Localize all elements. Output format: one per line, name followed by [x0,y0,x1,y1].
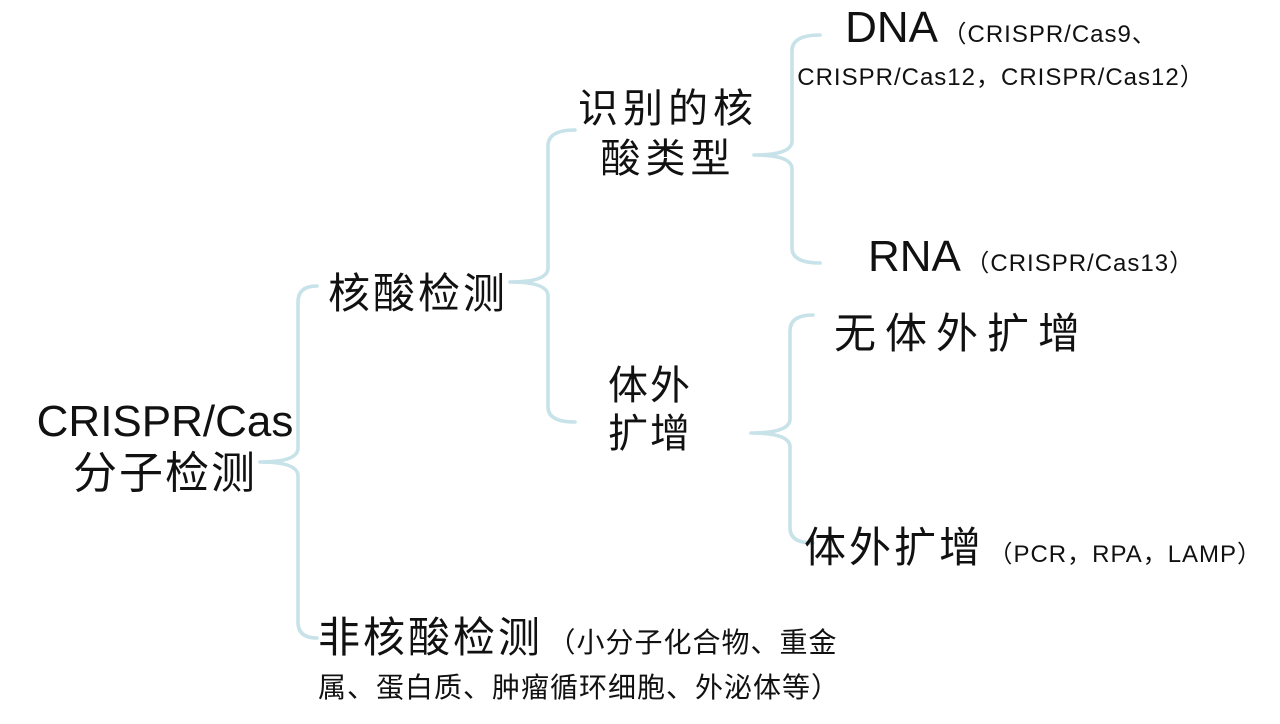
rna-sub: （CRISPR/Cas13） [965,250,1195,277]
with-amplification-sub: （PCR，RPA，LAMP） [988,541,1263,568]
node-with-amplification: 体外扩增 （PCR，RPA，LAMP） [804,514,1262,575]
node-root: CRISPR/Cas 分子检测 [15,396,315,500]
node-invitro-amplification: 体外 扩增 [592,362,708,458]
brace-invitro [749,313,815,545]
recognized-type-line2: 酸类型 [600,136,736,181]
with-amplification-label: 体外扩增 [804,526,985,572]
node-dna: DNA （CRISPR/Cas9、 CRISPR/Cas12，CRISPR/Ca… [785,6,1217,98]
non-nucleic-sub-line2: 属、蛋白质、肿瘤循环细胞、外泌体等） [318,673,841,704]
node-non-nucleic-detection: 非核酸检测 （小分子化合物、重金 属、蛋白质、肿瘤循环细胞、外泌体等） [318,614,841,705]
dna-sub-line1: （CRISPR/Cas9、 [942,21,1157,48]
node-no-amplification: 无体外扩增 [834,312,1090,358]
invitro-line2: 扩增 [608,411,692,456]
root-label-english: CRISPR/Cas [36,397,294,446]
node-recognized-type: 识别的核 酸类型 [558,84,778,184]
node-rna: RNA （CRISPR/Cas13） [868,232,1194,282]
dna-sub-line2: CRISPR/Cas12，CRISPR/Cas12） [797,64,1205,91]
recognized-type-line1: 识别的核 [578,86,758,131]
non-nucleic-line1: 非核酸检测 （小分子化合物、重金 [318,614,838,673]
node-nucleic-acid-detection: 核酸检测 [328,272,509,318]
dna-label: DNA [845,3,939,52]
non-nucleic-sub-line1: （小分子化合物、重金 [547,628,838,659]
non-nucleic-label: 非核酸检测 [318,616,544,662]
invitro-line1: 体外 [608,363,692,408]
dna-line1: DNA （CRISPR/Cas9、 [785,6,1217,58]
root-label-chinese: 分子检测 [73,449,257,498]
rna-label: RNA [868,232,961,281]
